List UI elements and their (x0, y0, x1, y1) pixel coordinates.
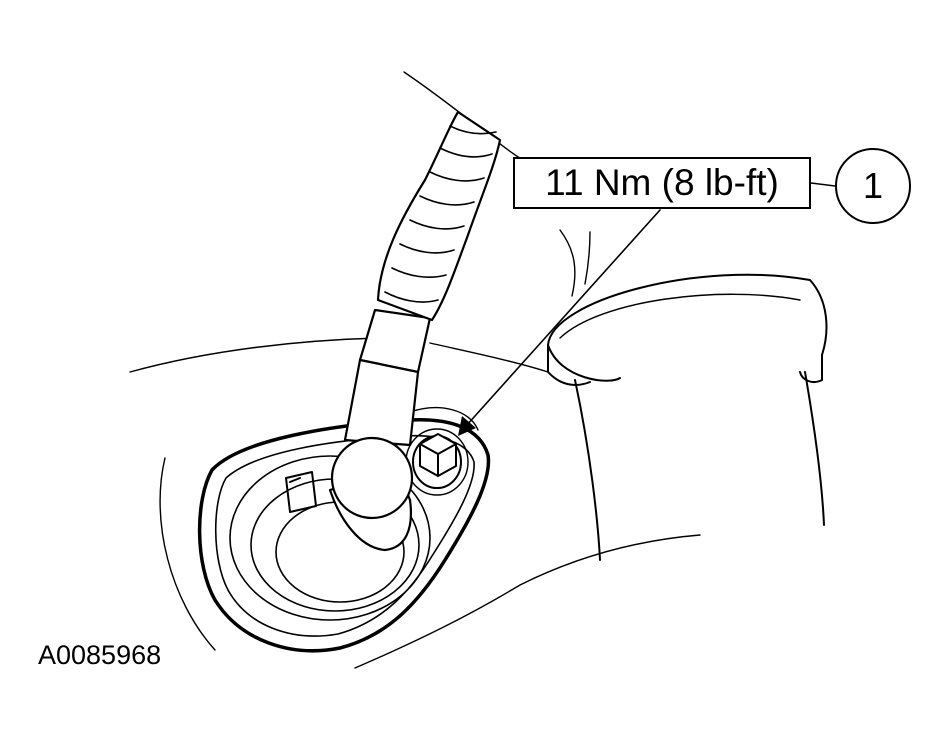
pipe (547, 273, 828, 561)
callout-number: 1 (835, 148, 911, 224)
leader-arrow (458, 209, 661, 436)
torque-spec-label: 11 Nm (8 lb-ft) (513, 157, 811, 209)
figure-id: A0085968 (38, 640, 162, 670)
ratchet-handle (343, 110, 502, 447)
ratchet-head (328, 436, 414, 552)
hex-bolt (419, 433, 457, 477)
callout-connector (810, 182, 836, 187)
handle-grip-ridges (384, 125, 497, 303)
body-contours (129, 71, 701, 669)
locking-tab (285, 471, 317, 513)
